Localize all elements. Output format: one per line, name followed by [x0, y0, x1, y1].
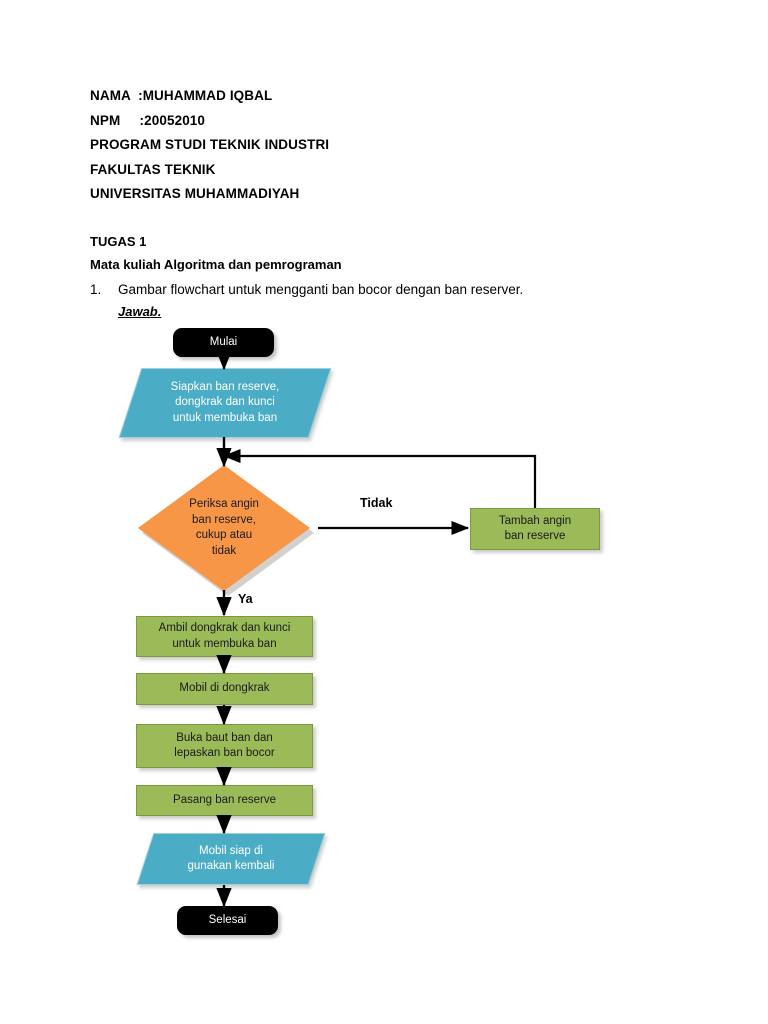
course-name: Mata kuliah Algoritma dan pemrograman — [90, 257, 342, 272]
flow-node-add-air[interactable]: Tambah angin ban reserve — [470, 508, 600, 550]
question-text: Gambar flowchart untuk mengganti ban boc… — [118, 282, 524, 297]
flow-node-check-air-label: Periksa angin ban reserve, cukup atau ti… — [189, 498, 259, 557]
assignment-title: TUGAS 1 — [90, 234, 147, 249]
identity-line-program: PROGRAM STUDI TEKNIK INDUSTRI — [90, 137, 330, 152]
assignment-heading: TUGAS 1 Mata kuliah Algoritma dan pemrog… — [90, 230, 690, 276]
flow-node-jack-up-label: Mobil di dongkrak — [179, 682, 270, 695]
branch-label-yes: Ya — [238, 592, 253, 606]
flow-node-jack-up[interactable]: Mobil di dongkrak — [136, 673, 313, 705]
flow-node-end-label: Selesai — [208, 913, 247, 926]
flow-node-end[interactable]: Selesai — [177, 906, 278, 935]
flow-node-add-air-label: Tambah angin ban reserve — [498, 514, 572, 543]
flow-node-ready-label: Mobil siap di gunakan kembali — [187, 844, 275, 873]
identity-line-faculty: FAKULTAS TEKNIK — [90, 161, 216, 177]
answer-label: Jawab. — [118, 304, 162, 319]
flow-node-prepare-label: Siapkan ban reserve, dongkrak dan kunci … — [170, 380, 280, 424]
flow-node-take-jack-label: Ambil dongkrak dan kunci untuk membuka b… — [158, 622, 291, 650]
flow-node-remove-bolt[interactable]: Buka baut ban dan lepaskan ban bocor — [136, 724, 313, 768]
question-number: 1. — [90, 282, 102, 297]
flow-node-start[interactable]: Mulai — [173, 328, 274, 357]
flow-node-mount-tire[interactable]: Pasang ban reserve — [136, 785, 313, 816]
identity-line-nama: NAMA :MUHAMMAD IQBAL — [90, 88, 273, 103]
identity-line-npm: NPM :20052010 — [90, 112, 206, 128]
flow-node-mount-tire-label: Pasang ban reserve — [173, 793, 276, 806]
branch-label-no: Tidak — [360, 496, 393, 510]
flow-node-take-jack[interactable]: Ambil dongkrak dan kunci untuk membuka b… — [136, 616, 313, 657]
flow-node-prepare[interactable]: Siapkan ban reserve, dongkrak dan kunci … — [118, 368, 332, 438]
flow-node-check-air[interactable]: Periksa angin ban reserve, cukup atau ti… — [138, 465, 314, 596]
student-identity-header: NAMA :MUHAMMAD IQBAL NPM :20052010 PROGR… — [90, 84, 650, 207]
flow-node-start-label: Mulai — [209, 335, 238, 348]
flow-node-ready[interactable]: Mobil siap di gunakan kembali — [136, 833, 326, 885]
flow-node-remove-bolt-label: Buka baut ban dan lepaskan ban bocor — [174, 731, 275, 760]
identity-line-university: UNIVERSITAS MUHAMMADIYAH — [90, 186, 300, 201]
